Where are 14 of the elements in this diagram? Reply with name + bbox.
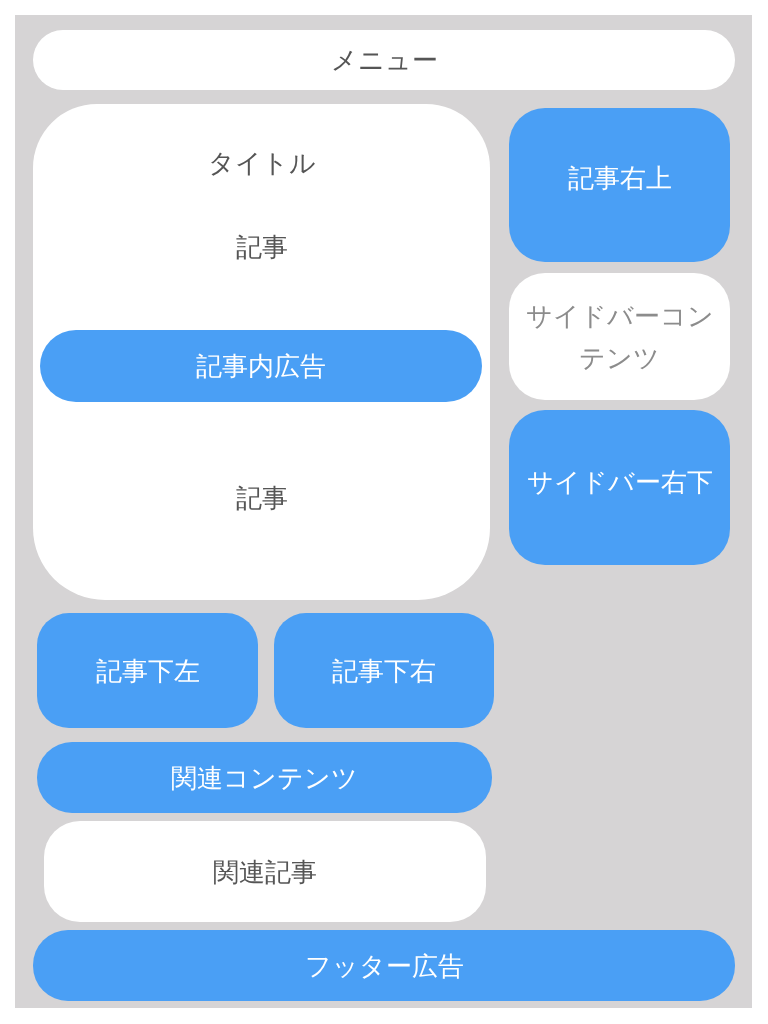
ad-block: サイドバー右下 — [509, 410, 730, 565]
menu-bar: メニュー — [33, 30, 735, 90]
sidebar-block: サイドバーコンテンツ — [509, 273, 730, 400]
title-text: タイトル — [207, 147, 316, 180]
content-block: 関連記事 — [44, 821, 486, 922]
ad-block: 記事下右 — [274, 613, 494, 728]
ad-block: 記事内広告 — [40, 330, 482, 402]
footer-ad-bar: フッター広告 — [33, 930, 735, 1001]
ad-block: 記事右上 — [509, 108, 730, 262]
ad-block: 記事下左 — [37, 613, 258, 728]
article-text: 記事 — [235, 231, 288, 264]
ad-block: 関連コンテンツ — [37, 742, 492, 813]
article-panel — [33, 104, 490, 600]
article-text: 記事 — [235, 482, 288, 515]
